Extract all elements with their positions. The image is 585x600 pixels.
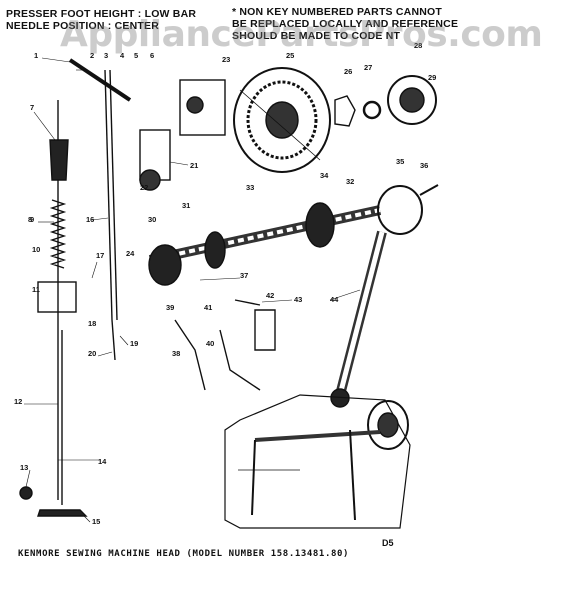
head-rod	[349, 429, 356, 521]
part-number-19: 19	[130, 339, 138, 348]
presser-guide-box	[37, 281, 77, 313]
part-number-32: 32	[346, 177, 354, 186]
part-number-2: 2	[90, 51, 94, 60]
part-number-11: 11	[32, 285, 40, 294]
part-number-10: 10	[32, 245, 40, 254]
handwheel	[233, 67, 331, 173]
shaft-gear	[204, 231, 226, 269]
part-number-12: 12	[14, 397, 22, 406]
part-number-38: 38	[172, 349, 180, 358]
presser-foot	[37, 509, 88, 517]
machine-head-outline	[224, 394, 411, 529]
part-number-35: 35	[396, 157, 404, 166]
part-number-5: 5	[134, 51, 138, 60]
part-number-6: 6	[150, 51, 154, 60]
part-number-24: 24	[126, 249, 135, 258]
handwheel-shade	[239, 89, 321, 161]
take-up-lever-assembly	[179, 79, 226, 136]
part-number-44: 44	[330, 295, 339, 304]
figure-reference: D5	[382, 538, 394, 548]
part-number-18: 18	[88, 319, 96, 328]
main-shaft	[148, 205, 382, 265]
part-number-27: 27	[364, 63, 372, 72]
part-number-16: 16	[86, 215, 94, 224]
crank-hub	[139, 169, 161, 191]
part-number-15: 15	[92, 517, 100, 526]
part-number-29: 29	[428, 73, 436, 82]
part-number-41: 41	[204, 303, 212, 312]
watermark-text: AppliancePartsPros.com	[60, 14, 543, 55]
shaft-bushing	[305, 202, 335, 248]
part-number-22: 22	[140, 183, 148, 192]
washer	[362, 100, 382, 120]
feed-link	[219, 329, 261, 391]
part-number-4: 4	[120, 51, 125, 60]
feed-lever	[174, 319, 206, 391]
knob-center	[399, 87, 425, 113]
handwheel-knurl	[246, 80, 318, 160]
part-number-26: 26	[344, 67, 352, 76]
part-number-33: 33	[246, 183, 254, 192]
clutch-plate	[334, 95, 356, 127]
bracket	[254, 309, 276, 351]
model-caption: KENMORE SEWING MACHINE HEAD (MODEL NUMBE…	[18, 549, 350, 559]
part-number-17: 17	[96, 251, 104, 260]
head-handwheel-hub	[377, 412, 399, 438]
part-number-25: 25	[286, 51, 294, 60]
head-shaft	[254, 430, 381, 442]
part-number-13: 13	[20, 463, 28, 472]
part-number-43: 43	[294, 295, 302, 304]
non-key-parts-note: * NON KEY NUMBERED PARTS CANNOT BE REPLA…	[232, 6, 458, 42]
part-number-14: 14	[98, 457, 107, 466]
part-number-39: 39	[166, 303, 174, 312]
part-number-31: 31	[182, 201, 190, 210]
part-number-42: 42	[266, 291, 274, 300]
needle-position-text: NEEDLE POSITION : CENTER	[6, 20, 159, 32]
part-number-3: 3	[104, 51, 108, 60]
presser-spring	[49, 199, 67, 269]
part-number-7: 7	[30, 103, 34, 112]
part-number-23: 23	[222, 55, 230, 64]
part-number-28: 28	[414, 41, 422, 50]
non-key-note-line-3: SHOULD BE MADE TO CODE NT	[232, 30, 401, 42]
needle-bar-edge	[109, 69, 118, 321]
part-number-34: 34	[320, 171, 329, 180]
part-number-9: 9	[30, 215, 34, 224]
needle-bar-link	[68, 58, 132, 102]
stop-motion-knob	[387, 75, 437, 125]
part-number-36: 36	[420, 161, 428, 170]
pin	[234, 299, 261, 306]
head-handwheel	[367, 400, 409, 450]
take-up-hub	[186, 96, 204, 114]
non-key-note-line-1: * NON KEY NUMBERED PARTS CANNOT	[232, 6, 442, 18]
part-number-8: 8	[28, 215, 32, 224]
shaft-end-bushing	[377, 185, 423, 235]
needle-bar	[104, 69, 113, 321]
part-number-1: 1	[34, 51, 38, 60]
head-needle-bar	[251, 439, 256, 516]
connecting-rod-inner	[337, 231, 385, 396]
part-number-20: 20	[88, 349, 96, 358]
shaft-cam	[148, 244, 182, 286]
part-number-40: 40	[206, 339, 214, 348]
needle	[111, 319, 116, 361]
handwheel-hub	[265, 101, 299, 139]
presser-foot-note: PRESSER FOOT HEIGHT : LOW BAR NEEDLE POS…	[6, 8, 196, 32]
presser-foot-height-text: PRESSER FOOT HEIGHT : LOW BAR	[6, 8, 197, 20]
set-screw	[419, 184, 439, 196]
thumb-screw-cap	[49, 139, 69, 181]
non-key-note-line-2: BE REPLACED LOCALLY AND REFERENCE	[232, 18, 459, 30]
part-number-30: 30	[148, 215, 156, 224]
part-number-21: 21	[190, 161, 198, 170]
part-number-37: 37	[240, 271, 248, 280]
